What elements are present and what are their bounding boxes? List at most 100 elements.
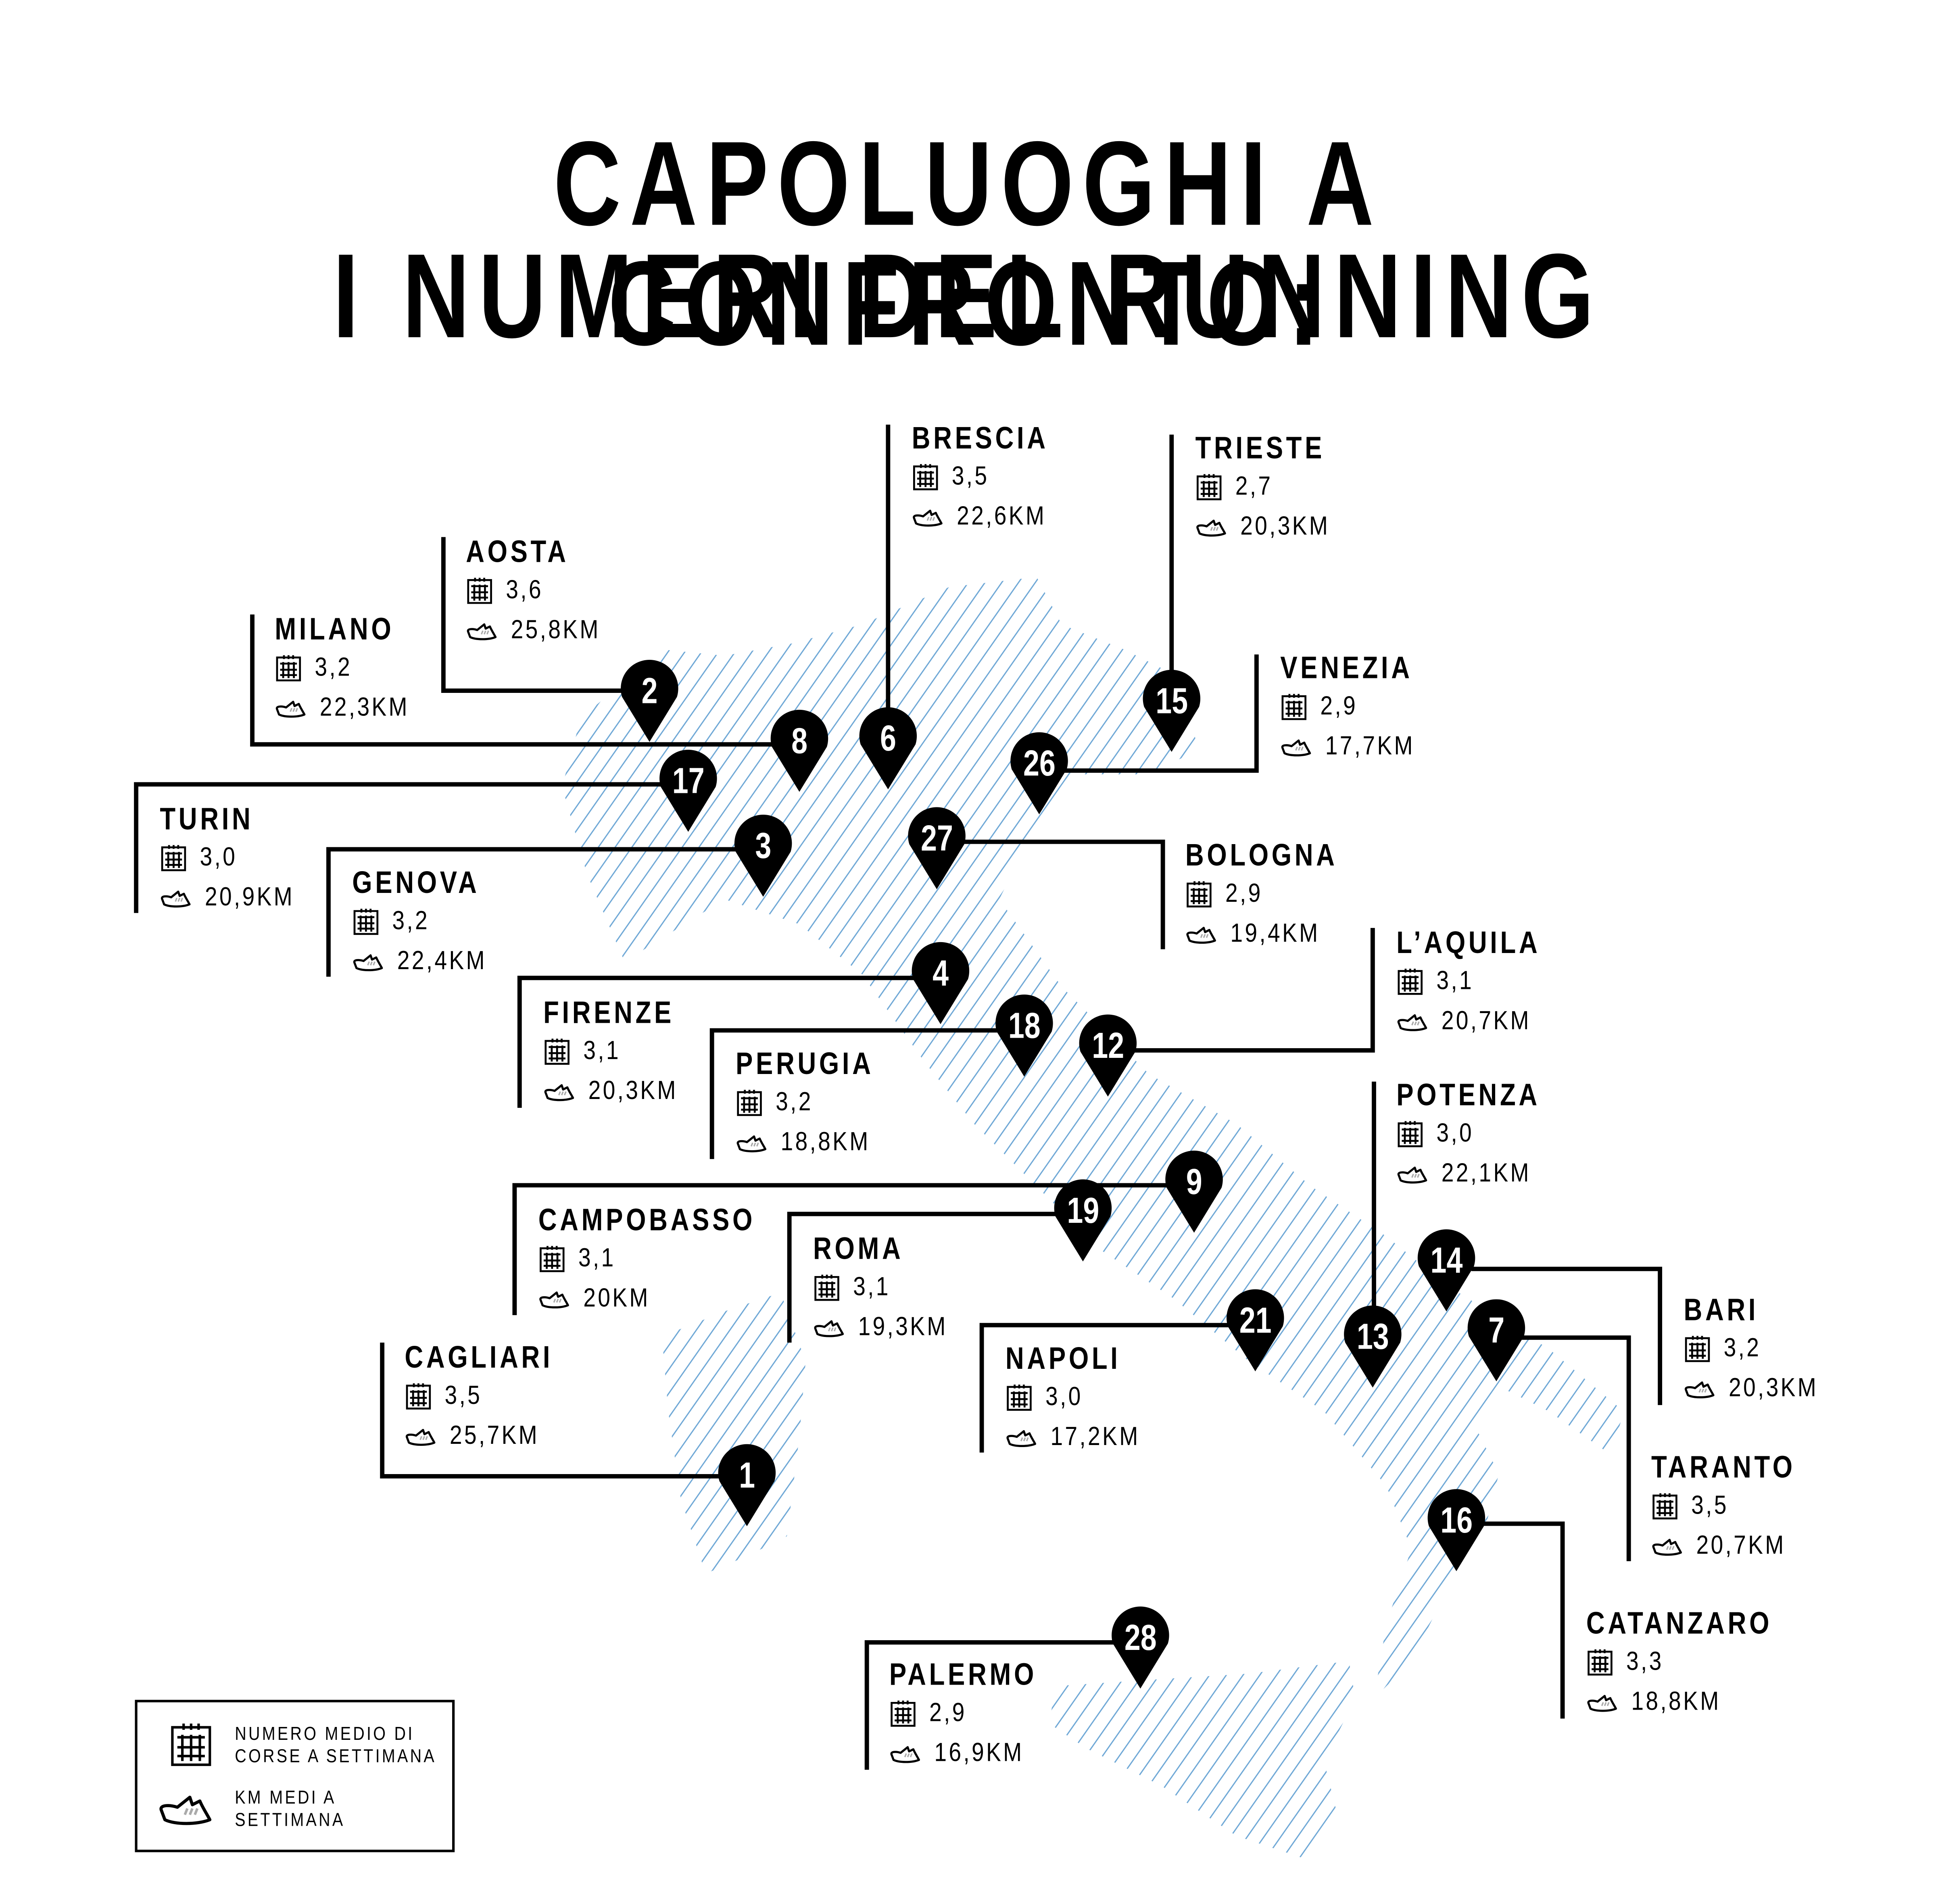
map-pin-cagliari[interactable] (718, 1444, 776, 1527)
km-row: 19,4KM (1185, 914, 1371, 954)
rank-text: 15 (1155, 682, 1188, 722)
city-card-venezia: VENEZIA 2,9 17,7KM (1280, 649, 1442, 767)
city-name: POTENZA (1396, 1078, 1540, 1113)
running-shoe-icon (159, 1796, 212, 1825)
leader-line-taranto (1521, 1335, 1631, 1562)
map-pin-taranto[interactable] (1467, 1299, 1525, 1382)
city-name: NAPOLI (1005, 1341, 1121, 1376)
city-card-cagliari: CAGLIARI 3,5 25,7KM (405, 1339, 586, 1456)
rank-text: 14 (1430, 1241, 1463, 1282)
city-card-brescia: BRESCIA 3,5 22,6KM (912, 420, 1079, 537)
map-pin-aosta[interactable] (621, 660, 678, 742)
running-shoe-icon (1397, 1014, 1427, 1031)
km-per-week: 17,2KM (1050, 1422, 1140, 1451)
city-card-genova: GENOVA 3,2 22,4KM (352, 864, 508, 982)
pin-rank-brescia: 6 (857, 718, 919, 761)
km-per-week: 20,7KM (1441, 1007, 1531, 1036)
rank-text: 3 (755, 827, 772, 867)
rank-text: 16 (1440, 1501, 1473, 1541)
km-per-week: 20,9KM (204, 883, 294, 912)
map-pin-napoli[interactable] (1227, 1289, 1284, 1372)
runs-row: 3,2 (352, 902, 508, 942)
legend-runs-line-2: CORSE A SETTIMANA (235, 1746, 437, 1767)
leader-line-laquila (1133, 928, 1375, 1053)
rank-text: 7 (1488, 1311, 1504, 1351)
title-line-2: I NUMERI DEL RUNNING (0, 237, 1936, 357)
km-row: 22,1KM (1396, 1154, 1572, 1194)
running-shoe-icon (1652, 1539, 1682, 1556)
rank-text: 9 (1186, 1163, 1202, 1203)
city-name: TURIN (160, 802, 254, 837)
pin-rank-genova: 3 (732, 826, 795, 868)
runs-row: 3,1 (538, 1239, 803, 1279)
runs-per-week: 3,2 (1723, 1334, 1761, 1363)
km-row: 20,3KM (543, 1072, 703, 1112)
calendar-icon (1685, 1336, 1710, 1362)
pin-rank-campobasso: 9 (1163, 1162, 1225, 1204)
leader-line-aosta (441, 537, 625, 693)
runs-row: 3,1 (1396, 962, 1572, 1002)
map-pin-milano[interactable] (770, 709, 828, 792)
km-per-week: 20,3KM (1728, 1374, 1819, 1403)
map-pin-genova[interactable] (734, 815, 792, 897)
city-name: AOSTA (466, 534, 569, 570)
map-pin-potenza[interactable] (1344, 1305, 1402, 1388)
runs-per-week: 2,7 (1235, 472, 1273, 501)
km-per-week: 16,9KM (934, 1738, 1024, 1767)
city-card-napoli: NAPOLI 3,0 17,2KM (1006, 1340, 1156, 1458)
city-card-bari: BARI 3,2 20,3KM (1684, 1291, 1834, 1409)
rank-text: 17 (672, 762, 705, 802)
pin-rank-potenza: 13 (1341, 1316, 1404, 1359)
pin-rank-laquila: 12 (1076, 1025, 1139, 1068)
rank-text: 19 (1066, 1191, 1099, 1232)
runs-row: 3,1 (813, 1268, 964, 1308)
rank-text: 18 (1008, 1007, 1041, 1047)
calendar-icon (891, 1700, 916, 1727)
city-card-laquila: L’AQUILA 3,1 20,7KM (1396, 924, 1572, 1042)
city-name: L’AQUILA (1396, 925, 1541, 961)
calendar-icon (161, 845, 186, 872)
map-pin-palermo[interactable] (1112, 1606, 1169, 1689)
calendar-icon (913, 464, 938, 490)
city-card-roma: ROMA 3,1 19,3KM (813, 1230, 964, 1347)
runs-row: 3,5 (405, 1376, 586, 1416)
runs-row: 3,5 (912, 457, 1079, 497)
map-pin-campobasso[interactable] (1165, 1151, 1223, 1233)
leader-line-napoli (979, 1323, 1231, 1453)
map-pin-roma[interactable] (1054, 1179, 1112, 1262)
map-pin-venezia[interactable] (1010, 732, 1068, 815)
map-pin-bari[interactable] (1417, 1229, 1475, 1312)
map-pin-turin[interactable] (659, 749, 717, 832)
runs-per-week: 3,5 (1691, 1491, 1729, 1520)
rank-text: 26 (1023, 744, 1056, 784)
calendar-icon (1281, 694, 1307, 720)
leader-line-genova (326, 847, 737, 977)
map-pin-firenze[interactable] (912, 942, 970, 1024)
map-pin-brescia[interactable] (859, 707, 917, 790)
map-pin-perugia[interactable] (995, 994, 1053, 1077)
map-pin-trieste[interactable] (1143, 669, 1201, 752)
calendar-icon (814, 1274, 839, 1301)
running-shoe-icon (405, 1429, 436, 1446)
pin-rank-napoli: 21 (1224, 1300, 1287, 1343)
city-name: TARANTO (1651, 1450, 1796, 1485)
runs-per-week: 3,2 (315, 653, 353, 682)
km-per-week: 19,3KM (858, 1312, 948, 1341)
runs-row: 3,2 (275, 648, 425, 688)
map-pin-bologna[interactable] (908, 807, 966, 889)
leader-line-bari (1471, 1266, 1663, 1405)
km-per-week: 22,3KM (319, 693, 409, 722)
runs-per-week: 3,5 (444, 1381, 482, 1410)
map-pin-catanzaro[interactable] (1427, 1489, 1485, 1571)
running-shoe-icon (353, 954, 383, 972)
km-row: 20KM (538, 1279, 803, 1319)
city-name: GENOVA (352, 865, 480, 901)
runs-per-week: 2,9 (929, 1698, 967, 1727)
map-pin-laquila[interactable] (1079, 1014, 1137, 1097)
runs-per-week: 3,0 (1045, 1383, 1083, 1412)
running-shoe-icon (467, 623, 497, 640)
runs-per-week: 2,9 (1225, 879, 1263, 908)
runs-per-week: 3,2 (776, 1088, 813, 1117)
km-per-week: 22,6KM (957, 502, 1047, 531)
